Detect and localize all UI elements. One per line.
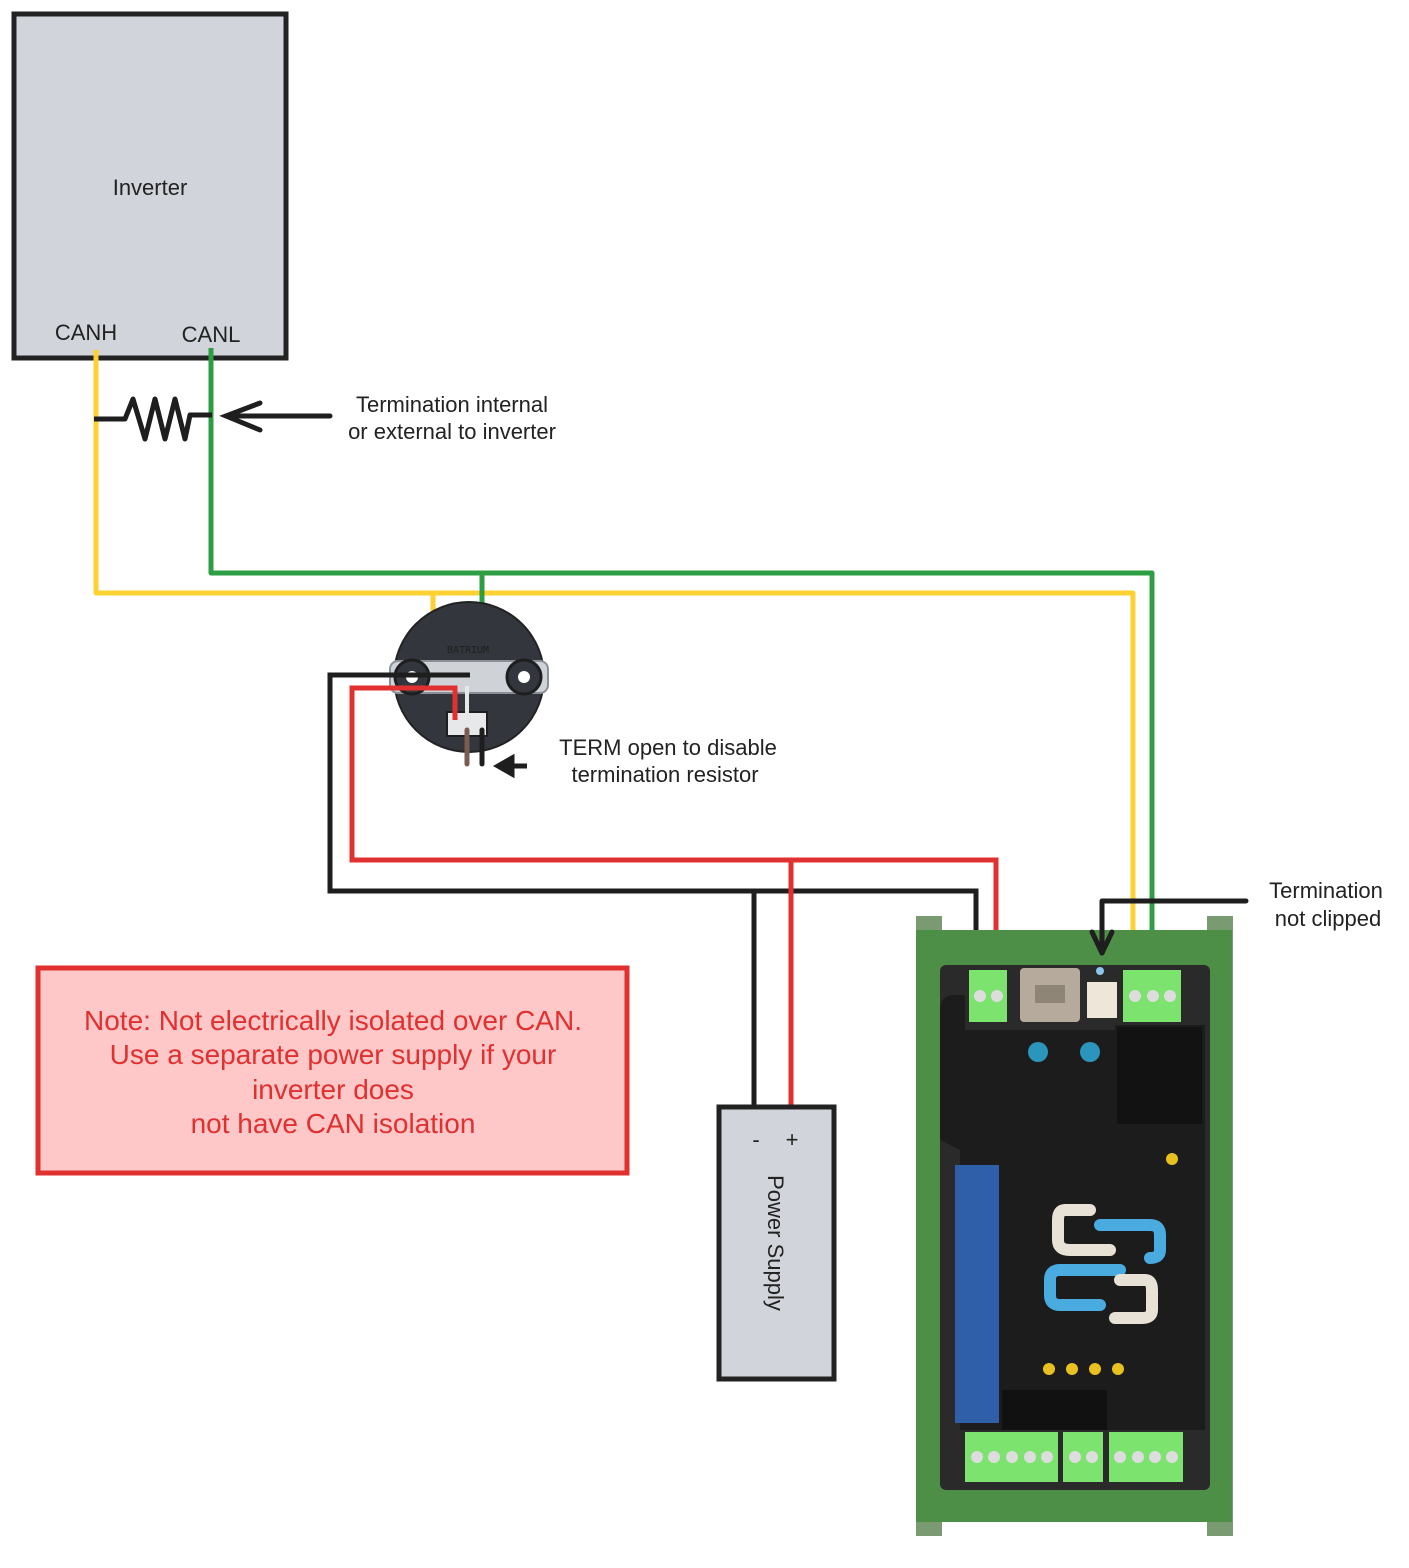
term-note-line2: termination resistor [571,762,758,787]
board-note-line2: not clipped [1275,906,1381,931]
psu-label: Power Supply [763,1175,788,1311]
warning-line1: Note: Not electrically isolated over CAN… [84,1005,582,1036]
resistor-icon [94,396,212,442]
power-supply: - + Power Supply [716,1104,837,1382]
termination-note-line1: Termination internal [356,392,548,417]
warning-line2: Use a separate power supply if your [110,1039,557,1070]
positive-wire [349,685,999,985]
batrium-logo: BATRIUM [447,645,489,656]
batrium-device: BATRIUM [389,601,549,767]
canl-label: CANL [182,322,241,347]
arrow-down-icon [1089,898,1249,956]
term-note-line1: TERM open to disable [559,735,777,760]
canh-label: CANH [55,320,117,345]
psu-plus-label: + [786,1127,799,1152]
termination-note-line2: or external to inverter [348,419,556,444]
canl-wire [208,348,1155,985]
negative-wire [327,672,979,985]
arrow-left-icon [492,753,527,779]
arrow-left-icon [219,400,333,433]
warning-line3: inverter does [252,1074,414,1105]
inverter-box: Inverter CANH CANL [11,11,289,361]
canh-wire [93,350,1136,985]
controller-board [916,916,1233,1536]
warning-box: Note: Not electrically isolated over CAN… [35,965,630,1176]
inverter-title: Inverter [113,175,188,200]
psu-minus-label: - [752,1127,759,1152]
board-note-line1: Termination [1269,878,1383,903]
warning-line4: not have CAN isolation [191,1108,476,1139]
